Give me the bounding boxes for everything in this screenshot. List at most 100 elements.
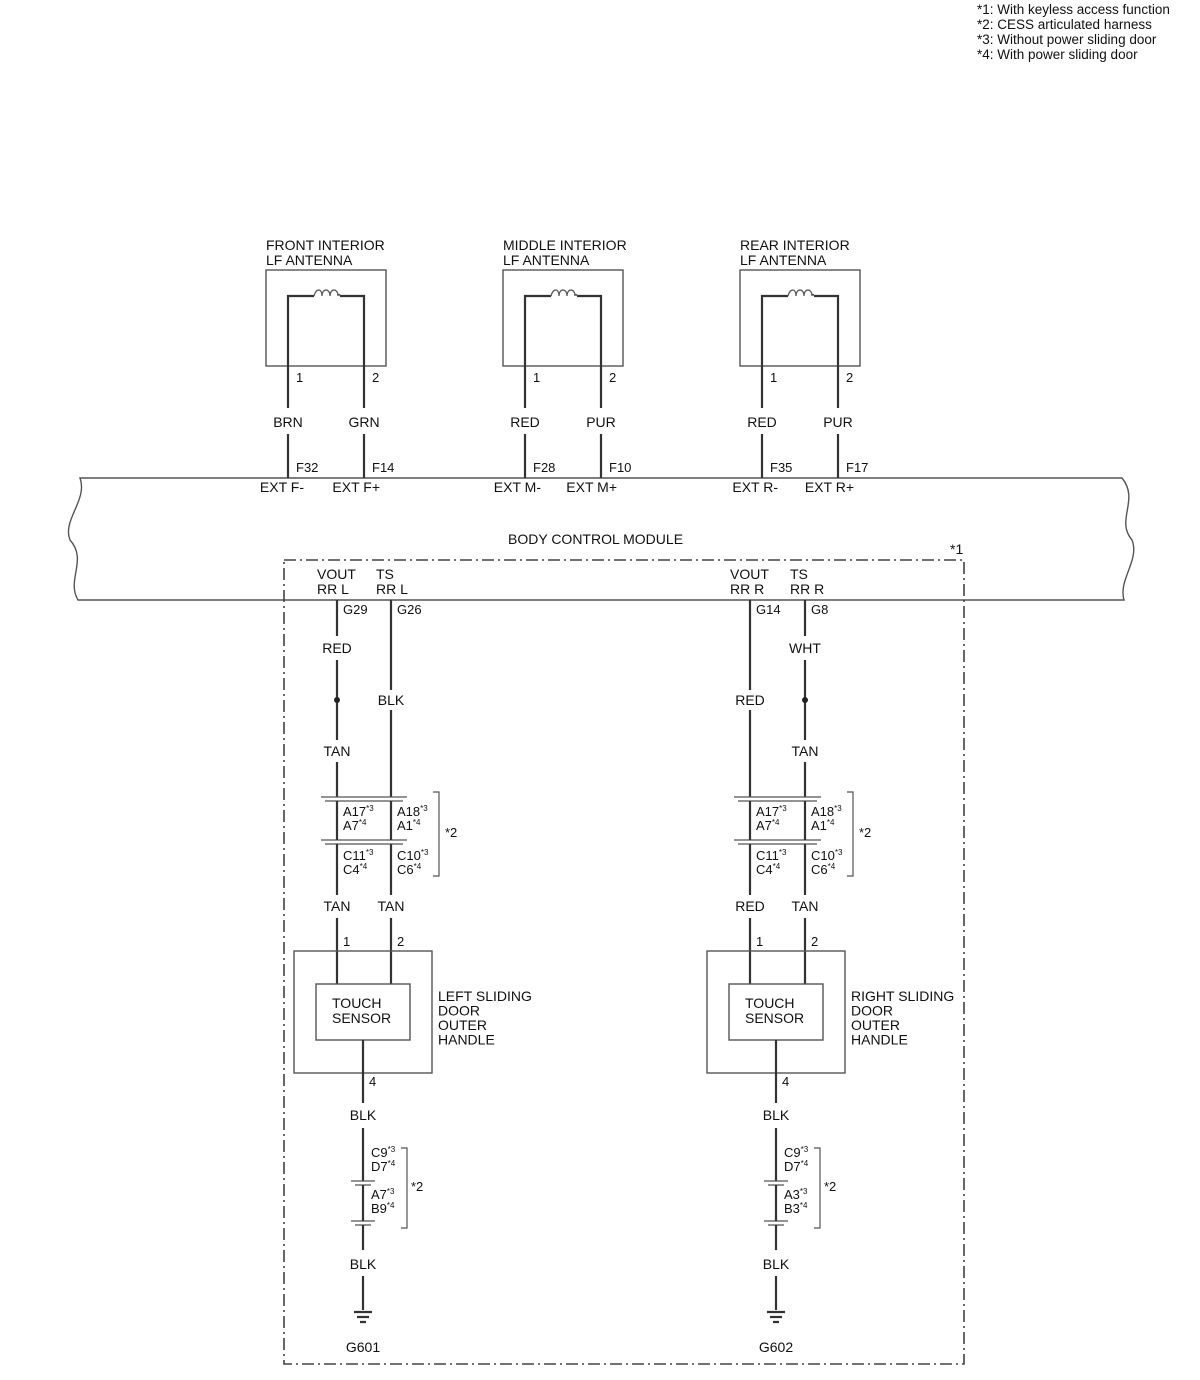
door-handle-name: RIGHT SLIDING <box>851 988 954 1004</box>
antenna-box <box>739 269 861 367</box>
coil-icon <box>550 289 578 297</box>
region-note: *1 <box>950 541 963 557</box>
bcm-pin: F17 <box>846 460 868 475</box>
bcm-terminal-name: TS <box>376 566 394 582</box>
connector-pin-label-alt: A1*4 <box>397 818 421 833</box>
bcm-pin: F35 <box>770 460 792 475</box>
harness-bracket <box>433 791 440 877</box>
antenna-loop <box>523 294 603 395</box>
door-handle-name: DOOR <box>851 1003 893 1019</box>
antenna-pin-1: 1 <box>296 370 303 385</box>
antenna-name-line1: MIDDLE INTERIOR <box>503 237 627 253</box>
bcm-pin: F10 <box>609 460 631 475</box>
coil-icon <box>313 289 341 297</box>
ground-connector-pin: C9*3 <box>371 1145 396 1160</box>
wire-color-label: RED <box>510 414 540 430</box>
harness-note: *2 <box>859 825 871 840</box>
harness-note: *2 <box>445 825 457 840</box>
note-3: *3: Without power sliding door <box>977 32 1157 47</box>
bcm-terminal-name: VOUT <box>317 566 356 582</box>
inline-connector <box>321 796 407 895</box>
door-handle-name: LEFT SLIDING <box>438 988 532 1004</box>
ground-label: G601 <box>346 1339 380 1355</box>
bcm-pin: F32 <box>296 460 318 475</box>
connector-pin-label: A18*3 <box>811 804 842 819</box>
door-handle-name: HANDLE <box>438 1032 495 1048</box>
ground-connector-pin: A7*3 <box>371 1187 395 1202</box>
wire-color-label: PUR <box>586 414 616 430</box>
antenna-name-line2: LF ANTENNA <box>740 252 827 268</box>
component-pin: 1 <box>756 934 763 949</box>
wire-color-label: TAN <box>792 743 819 759</box>
antenna-loop <box>286 294 366 395</box>
antenna-pin-1: 1 <box>533 370 540 385</box>
ground-connector-pin-alt: D7*4 <box>784 1159 809 1174</box>
bcm-pin: F28 <box>533 460 555 475</box>
harness-bracket <box>847 791 854 877</box>
bcm-pin: G29 <box>343 602 368 617</box>
wire-color-label: TAN <box>792 898 819 914</box>
wire-color-label: RED <box>747 414 777 430</box>
connector-pin-label: A17*3 <box>343 804 374 819</box>
component-pin: 2 <box>397 934 404 949</box>
wire-color-label: BLK <box>350 1256 377 1272</box>
harness-bracket <box>814 1147 821 1229</box>
wire-color-label: GRN <box>348 414 379 430</box>
wire-color-label: BRN <box>273 414 303 430</box>
wire-color-label: TAN <box>324 743 351 759</box>
connector-pin-label: C11*3 <box>343 848 374 863</box>
note-4: *4: With power sliding door <box>977 47 1138 62</box>
connector-pin-label-alt: A1*4 <box>811 818 835 833</box>
ground-icon <box>767 1310 785 1324</box>
keyless-region-box <box>283 559 965 1365</box>
connector-pin-label-alt: C6*4 <box>397 862 422 877</box>
harness-bracket <box>401 1147 408 1229</box>
wire-color-label: TAN <box>324 898 351 914</box>
wire-color-label: RED <box>322 640 352 656</box>
connector-pin-label: C10*3 <box>811 848 843 863</box>
connector-pin-label: C11*3 <box>756 848 787 863</box>
touch-sensor-label: SENSOR <box>745 1010 804 1026</box>
component-pin: 2 <box>811 934 818 949</box>
inline-connector <box>734 796 821 895</box>
touch-sensor-label: SENSOR <box>332 1010 391 1026</box>
antenna-name-line2: LF ANTENNA <box>266 252 353 268</box>
bcm-terminal-name: VOUT <box>730 566 769 582</box>
touch-sensor-label: TOUCH <box>745 995 795 1011</box>
antenna-loop <box>760 294 840 395</box>
wire-color-label: BLK <box>763 1256 790 1272</box>
component-pin: 1 <box>343 934 350 949</box>
ground-connector-pin: C9*3 <box>784 1145 809 1160</box>
connector-pin-label-alt: C6*4 <box>811 862 836 877</box>
connector-pin-label: A18*3 <box>397 804 428 819</box>
connector-pin-label-alt: A7*4 <box>343 818 367 833</box>
bcm-terminal: EXT R- <box>732 479 778 495</box>
harness-note: *2 <box>824 1179 836 1194</box>
ground-connector-pin: A3*3 <box>784 1187 808 1202</box>
ground-icon <box>354 1310 372 1324</box>
ground-pin: 4 <box>782 1074 789 1089</box>
connector-pin-label-alt: C4*4 <box>756 862 781 877</box>
ground-connector-pin-alt: B3*4 <box>784 1201 808 1216</box>
bcm-terminal: EXT M+ <box>566 479 617 495</box>
antenna-name-line2: LF ANTENNA <box>503 252 590 268</box>
antenna-box <box>265 269 387 367</box>
wire-color-label: RED <box>735 898 765 914</box>
connector-pin-label: C10*3 <box>397 848 429 863</box>
bcm-terminal-name: RR R <box>730 581 764 597</box>
bcm-terminal-name: RR R <box>790 581 824 597</box>
bcm-pin: G8 <box>811 602 828 617</box>
splice-dot <box>334 697 340 703</box>
ground-label: G602 <box>759 1339 793 1355</box>
antenna-pin-2: 2 <box>609 370 616 385</box>
door-handle-name: OUTER <box>438 1017 487 1033</box>
wire-color-label: BLK <box>763 1107 790 1123</box>
wire-color-label: WHT <box>789 640 821 656</box>
door-handle-name: HANDLE <box>851 1032 908 1048</box>
bcm-terminal: EXT F- <box>260 479 304 495</box>
